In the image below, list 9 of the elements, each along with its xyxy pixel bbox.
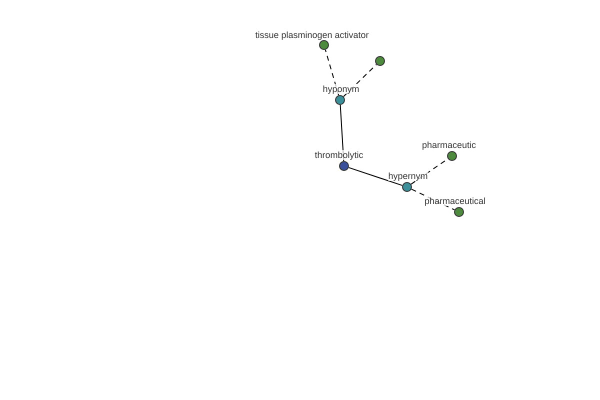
node-label: hypernym: [388, 171, 428, 181]
dashed-connector: [324, 49, 340, 96]
node-label: pharmaceutical: [424, 196, 486, 206]
node-label: thrombolytic: [314, 150, 364, 160]
connector-line: [348, 167, 403, 186]
node-label: tissue plasminogen activator: [255, 30, 369, 40]
node-label: hyponym: [322, 84, 360, 94]
node-label: pharmaceutic: [422, 140, 476, 150]
dashed-connector: [343, 64, 377, 97]
